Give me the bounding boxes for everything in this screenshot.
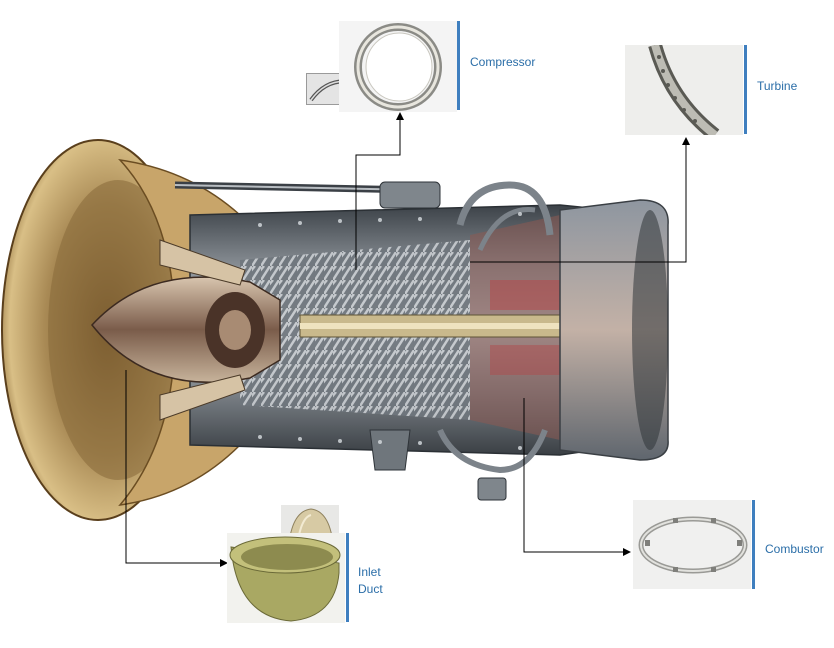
inlet-duct-accent-bar <box>346 533 349 622</box>
turbine-leader-line <box>470 137 690 263</box>
inlet-duct-image <box>227 533 345 623</box>
turbine-label: Turbine <box>757 79 798 93</box>
inlet-duct-leader-line <box>125 370 228 567</box>
compressor-ring-image <box>339 21 457 112</box>
combustor-ring-image <box>633 500 751 589</box>
compressor-label: Compressor <box>470 55 536 69</box>
inlet-duct-label: Inlet Duct <box>358 564 383 598</box>
turbine-blade-image <box>625 45 743 135</box>
inlet-duct-label-line-2: Duct <box>358 582 383 596</box>
compressor-accent-bar <box>457 21 460 110</box>
combustor-leader-line <box>523 398 631 556</box>
inlet-duct-label-line-1: Inlet <box>358 565 381 579</box>
combustor-accent-bar <box>752 500 755 589</box>
turbine-accent-bar <box>744 45 747 134</box>
compressor-leader-line <box>355 112 404 270</box>
combustor-label: Combustor <box>765 542 824 556</box>
